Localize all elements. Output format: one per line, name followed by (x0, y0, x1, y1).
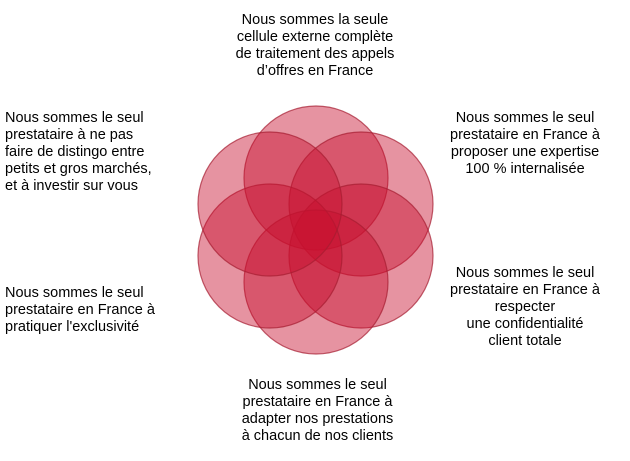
circle-bottom-left (197, 183, 343, 329)
label-top-left: Nous sommes le seul prestataire à ne pas… (5, 110, 152, 194)
circle-top-left (197, 131, 343, 277)
circle-top (243, 105, 389, 251)
circle-top-right (288, 131, 434, 277)
label-bottom: Nous sommes le seul prestataire en Franc… (241, 377, 394, 444)
label-bottom-left: Nous sommes le seul prestataire en Franc… (5, 285, 155, 335)
label-top: Nous sommes la seule cellule externe com… (235, 12, 395, 79)
label-top-right: Nous sommes le seul prestataire en Franc… (450, 110, 600, 177)
label-bottom-right: Nous sommes le seul prestataire en Franc… (450, 265, 600, 349)
petal-circles (197, 105, 434, 355)
circle-bottom-right (288, 183, 434, 329)
circle-bottom (243, 209, 389, 355)
